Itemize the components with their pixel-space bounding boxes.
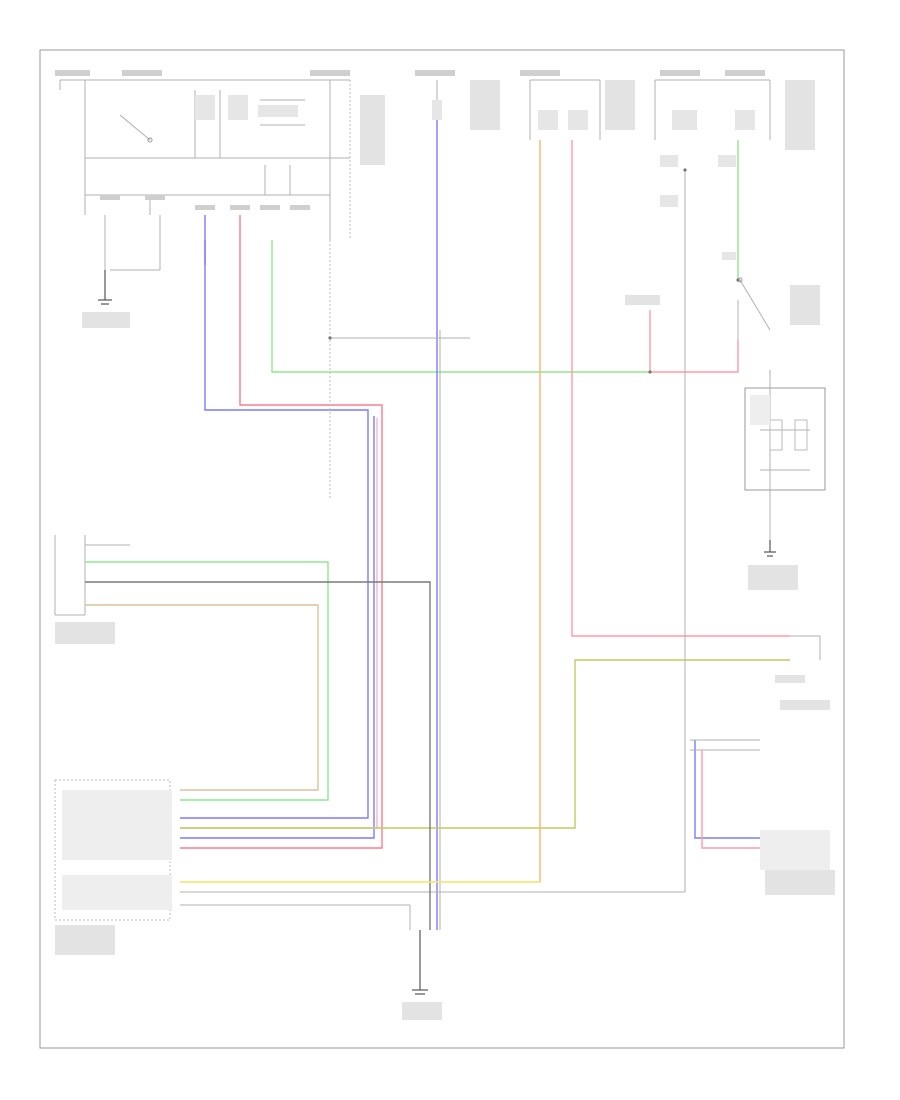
wire-green-cross (271, 240, 650, 373)
wire-red (180, 215, 383, 849)
switch-right-bottom (775, 635, 830, 710)
control-unit-bottom-left (54, 779, 540, 955)
module-right (744, 370, 826, 590)
ground-relay-left (82, 215, 161, 328)
wire-blue (180, 215, 369, 819)
module-left-middle (54, 535, 431, 930)
wire-pink-right (571, 140, 790, 637)
fuse-relay-box-left (55, 70, 385, 240)
module-right-bottom (760, 830, 835, 895)
relay-right (625, 252, 820, 360)
fuse-center (415, 70, 500, 130)
diagram-frame (39, 49, 845, 1049)
junction-dots (328, 168, 740, 374)
fuse-box-right-1 (520, 70, 635, 140)
wire-olive (180, 659, 790, 829)
wire-orange (180, 140, 541, 883)
fuse-box-right-2 (654, 70, 815, 207)
